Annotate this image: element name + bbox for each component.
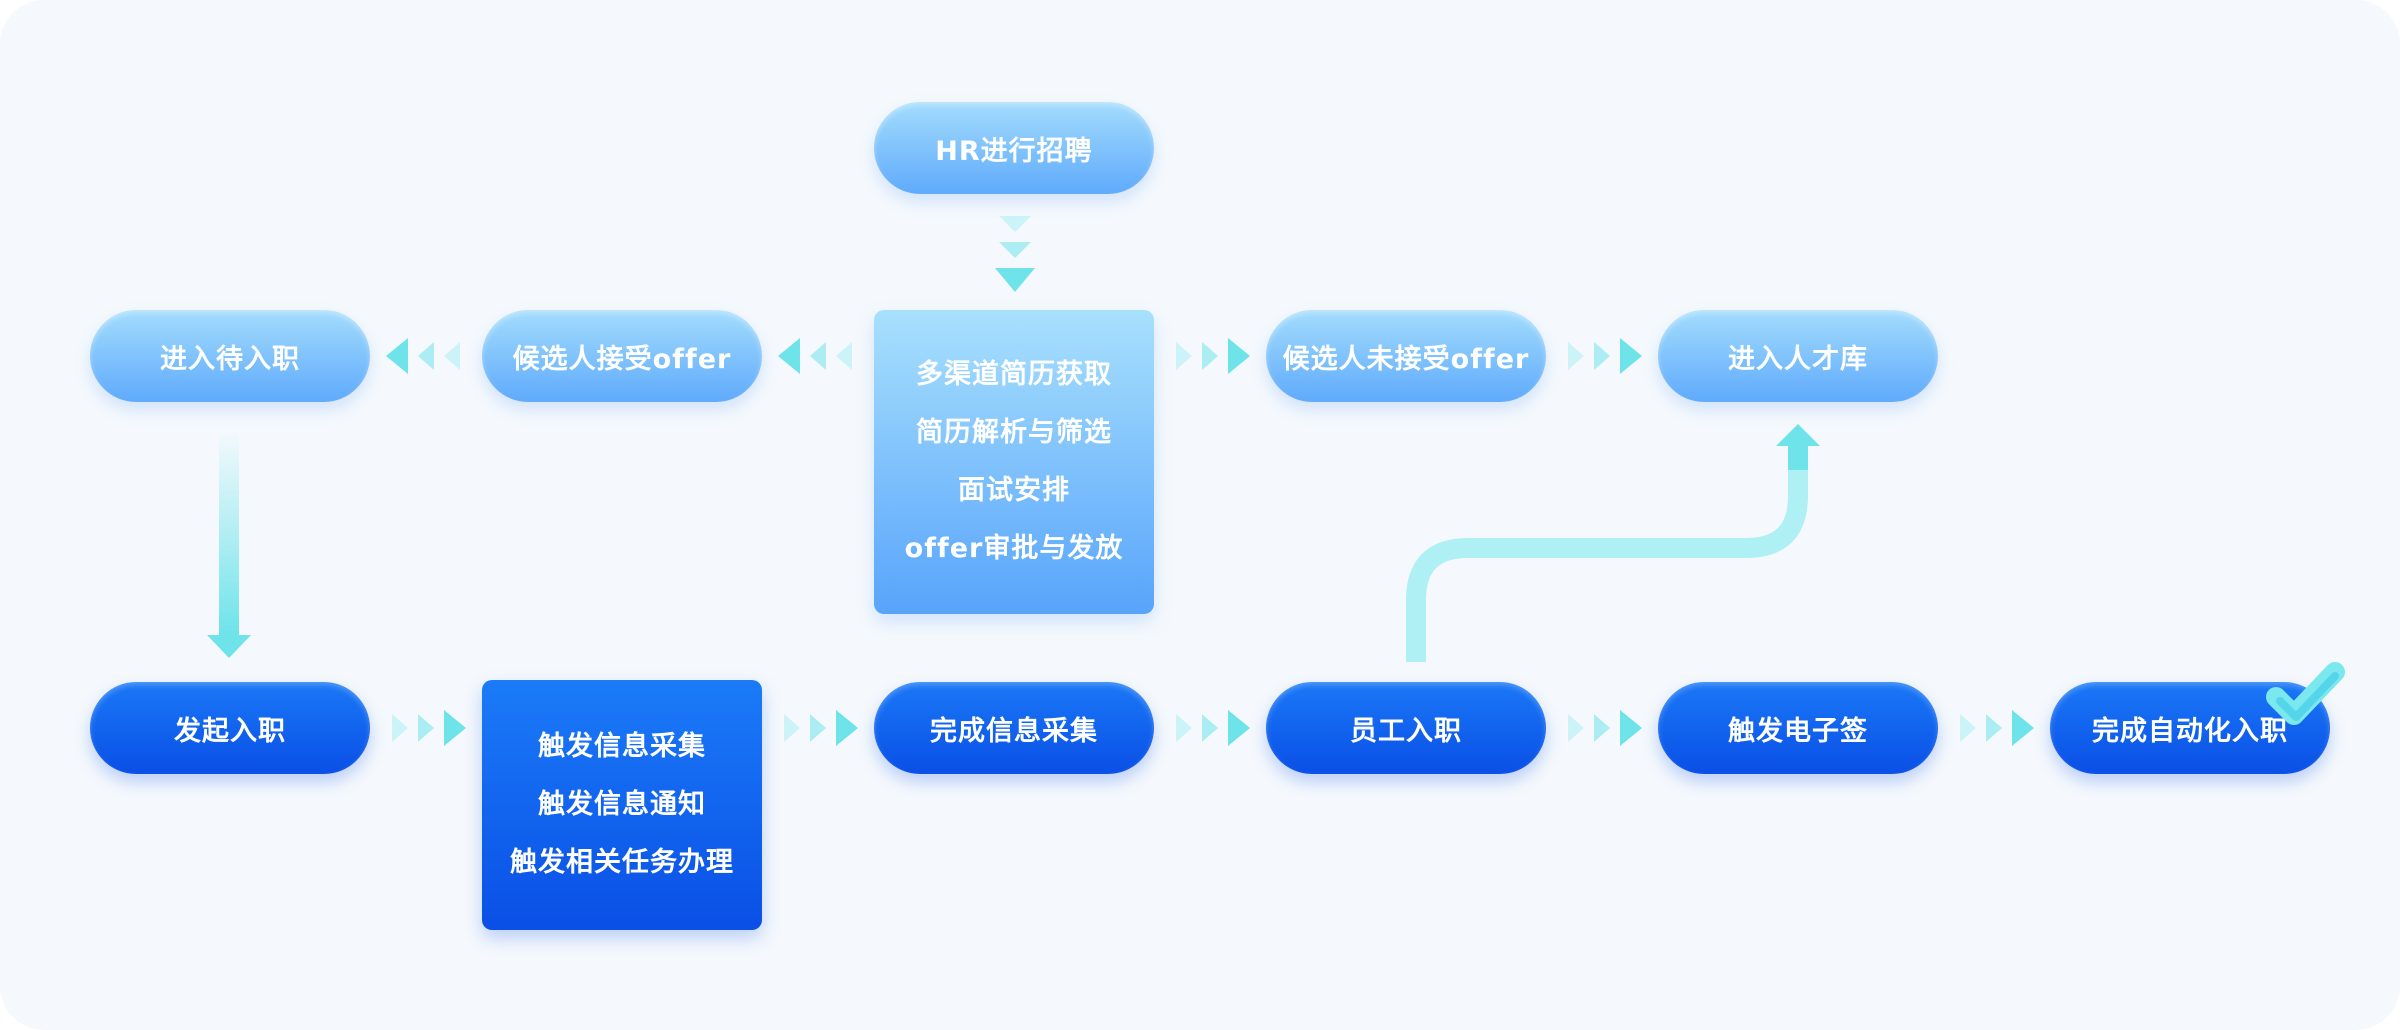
arrow-esign-to-done: [1960, 710, 2034, 746]
node-auto-onboard-done-label: 完成自动化入职: [2092, 715, 2288, 747]
arrow-recruit-to-decline: [1176, 338, 1250, 374]
node-pending-entry-label: 进入待入职: [160, 343, 300, 375]
node-decline-offer: 候选人未接受offer: [1266, 310, 1546, 402]
arrow-decline-to-pool: [1568, 338, 1642, 374]
trigger-step: 触发相关任务办理: [510, 847, 734, 878]
node-start-onboarding: 发起入职: [90, 682, 370, 774]
arrow-hr-to-recruit: [995, 216, 1035, 292]
node-talent-pool-label: 进入人才库: [1728, 343, 1868, 375]
trigger-step: 触发信息采集: [538, 731, 706, 762]
node-recruit-steps: 多渠道简历获取 简历解析与筛选 面试安排 offer审批与发放: [874, 310, 1154, 614]
node-pending-entry: 进入待入职: [90, 310, 370, 402]
node-e-sign-label: 触发电子签: [1728, 715, 1868, 747]
recruit-step: offer审批与发放: [904, 533, 1124, 564]
arrow-accept-to-pending: [386, 338, 460, 374]
arrow-employee-to-pool: [1406, 424, 1820, 662]
node-employee-onboard-label: 员工入职: [1350, 715, 1462, 747]
node-talent-pool: 进入人才库: [1658, 310, 1938, 402]
node-start-onboarding-label: 发起入职: [174, 715, 286, 747]
node-accept-offer-label: 候选人接受offer: [512, 343, 732, 375]
node-info-collected-label: 完成信息采集: [930, 715, 1098, 747]
node-e-sign: 触发电子签: [1658, 682, 1938, 774]
node-trigger-steps: 触发信息采集 触发信息通知 触发相关任务办理: [482, 680, 762, 930]
node-accept-offer: 候选人接受offer: [482, 310, 762, 402]
arrow-pending-to-start: [207, 430, 251, 658]
node-employee-onboard: 员工入职: [1266, 682, 1546, 774]
arrow-start-to-trigger: [392, 710, 466, 746]
arrow-collected-to-employee: [1176, 710, 1250, 746]
node-decline-offer-label: 候选人未接受offer: [1282, 343, 1530, 375]
node-hr-recruit-label: HR进行招聘: [935, 135, 1093, 167]
arrow-trigger-to-collected: [784, 710, 858, 746]
arrow-employee-to-esign: [1568, 710, 1642, 746]
node-info-collected: 完成信息采集: [874, 682, 1154, 774]
recruit-step: 面试安排: [958, 475, 1070, 506]
recruit-step: 多渠道简历获取: [916, 359, 1112, 390]
arrow-recruit-to-accept: [778, 338, 852, 374]
node-hr-recruit: HR进行招聘: [874, 102, 1154, 194]
trigger-step: 触发信息通知: [538, 789, 706, 820]
recruit-step: 简历解析与筛选: [916, 417, 1112, 448]
